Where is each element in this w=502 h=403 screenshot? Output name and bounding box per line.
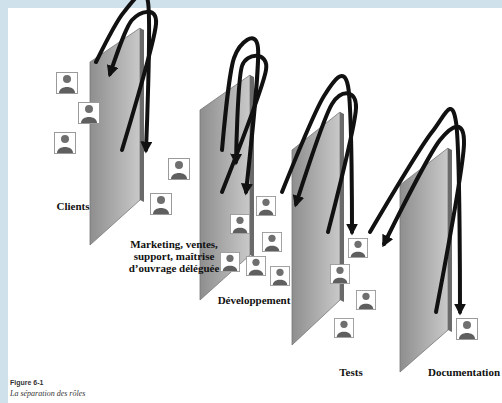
wall-group [90,28,452,372]
figure-number-text: Figure 6-1 [10,379,43,386]
wall-panel [90,28,140,245]
figure-caption: La séparation des rôles [10,389,85,398]
person-icon [330,264,349,283]
person-icon [57,73,78,94]
group-label: Documentation [426,366,502,378]
throw-arrow [370,109,460,312]
page-area [8,8,502,403]
role-group: Clients [36,62,110,212]
throw-arrow [296,93,356,232]
person-icon [356,290,375,309]
figure-number: Figure 6-1 [10,379,43,386]
person-icon [220,252,239,271]
person-icon [169,159,190,180]
person-icon [246,256,265,275]
throw-arrow [222,38,258,192]
caption-text: La séparation des rôles [10,389,85,398]
throw-arrow [222,56,266,192]
people-icons [55,73,478,340]
person-icon [79,103,100,124]
role-group: Développement [212,192,296,306]
group-label: Tests [318,366,384,378]
wall-panel [400,148,448,372]
throw-arrow [110,12,156,150]
group-label: Marketing, ventes, support, maîtrise d’o… [120,238,228,274]
person-icon [457,319,478,340]
role-group: Tests [318,232,384,378]
wall-edge [140,28,144,202]
person-icon [270,266,289,285]
person-icon [262,232,281,251]
role-group: Marketing, ventes, support, maîtrise d’o… [112,150,236,274]
group-label: Clients [36,200,110,212]
throw-arrow [282,76,352,232]
throw-arrow [96,0,149,150]
role-group: Documentation [426,312,502,378]
person-icon [334,318,353,337]
group-label: Développement [212,294,296,306]
person-icon [230,214,249,233]
person-icon [55,133,76,154]
wall-panel [292,112,340,345]
throw-arrow [384,127,464,312]
wall-edge [448,148,452,332]
person-icon [348,238,367,257]
person-icon [151,194,172,215]
person-icon [256,196,275,215]
wall-edge [250,75,254,257]
